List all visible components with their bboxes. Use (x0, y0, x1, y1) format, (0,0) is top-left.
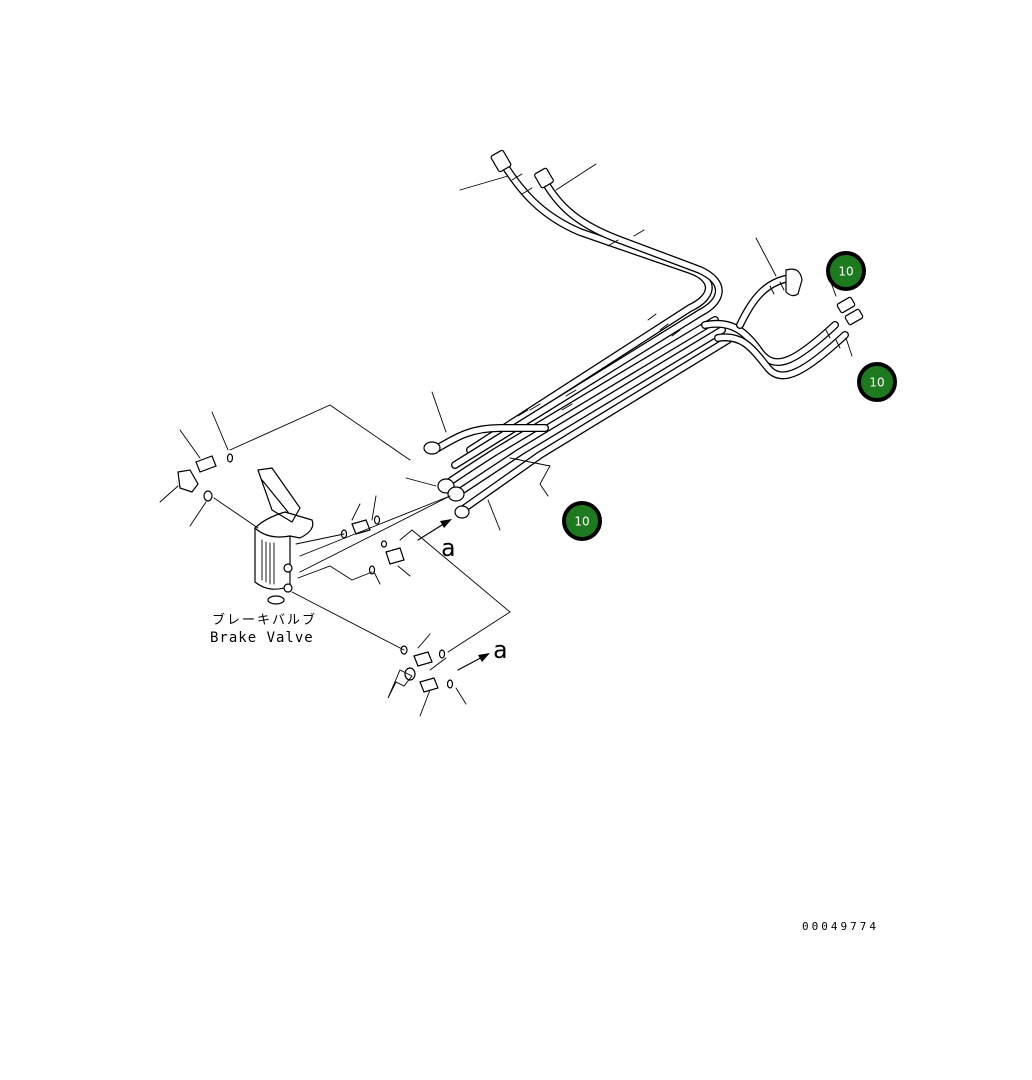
callout-circle (826, 251, 866, 291)
view-marker-a-upper: a (441, 534, 455, 562)
callout-badge[interactable]: 10 (826, 251, 866, 291)
callout-number: 10 (838, 265, 853, 279)
view-arrows (417, 519, 490, 671)
callout-badge[interactable]: 10 (562, 501, 602, 541)
fittings-and-orings (177, 453, 454, 693)
callout-circle (857, 362, 897, 402)
view-marker-a-lower: a (493, 636, 507, 664)
brake-valve (254, 467, 314, 605)
brake-valve-label-en: Brake Valve (210, 630, 314, 646)
callout-circle (562, 501, 602, 541)
callout-number: 10 (869, 376, 884, 390)
callout-number: 10 (574, 515, 589, 529)
drawing-number: 00049774 (802, 920, 879, 933)
brake-valve-label-jp: ブレーキバルブ (212, 612, 317, 628)
leader-lines (159, 163, 853, 717)
callout-badge[interactable]: 10 (857, 362, 897, 402)
hose-bundle (423, 149, 864, 519)
